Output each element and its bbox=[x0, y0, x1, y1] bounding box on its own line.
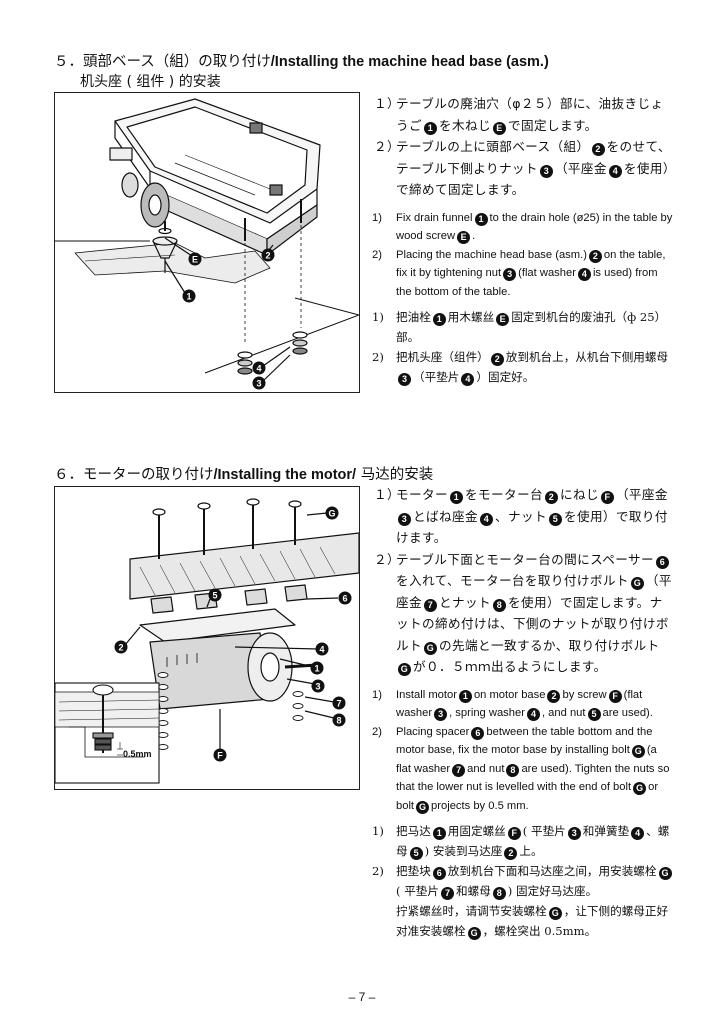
figure6-label-f: F bbox=[217, 751, 223, 761]
machine-head-base-illustration: 2 E 1 4 3 bbox=[55, 98, 360, 390]
figure6-label-4: 4 bbox=[319, 645, 324, 655]
figure5-label-2: 2 bbox=[265, 251, 270, 261]
section6-title: ６．モーターの取り付け/Installing the motor/ 马达的安装 bbox=[54, 463, 433, 484]
motor-installation-illustration: 0.5mm G 6 5 2 4 1 3 7 8 F bbox=[54, 498, 360, 784]
figure6-label-5: 5 bbox=[212, 591, 217, 601]
section5-title-en: /Installing the machine head base (asm.) bbox=[270, 54, 549, 70]
figure6-label-g: G bbox=[328, 509, 335, 519]
figure6-label-6: 6 bbox=[342, 594, 347, 604]
section5-subtitle-cn: 机头座 ( 组件 ) 的安装 bbox=[80, 74, 221, 90]
figure5-label-4: 4 bbox=[256, 364, 261, 374]
figure6-label-8: 8 bbox=[336, 716, 341, 726]
section6-title-en: /Installing the motor/ bbox=[213, 467, 357, 483]
figure-machine-head-base: 2 E 1 4 3 bbox=[54, 92, 360, 393]
figure6-label-2: 2 bbox=[118, 643, 123, 653]
figure6-label-7: 7 bbox=[336, 699, 341, 709]
figure5-label-e: E bbox=[192, 255, 198, 265]
section6-title-cn: 马达的安装 bbox=[356, 467, 434, 483]
figure6-label-1: 1 bbox=[314, 664, 319, 674]
figure6-label-3: 3 bbox=[315, 682, 320, 692]
section6-title-jp: ６．モーターの取り付け bbox=[54, 467, 214, 483]
figure-motor-installation: 0.5mm G 6 5 2 4 1 3 7 8 F bbox=[54, 486, 360, 790]
figure5-label-1: 1 bbox=[186, 292, 191, 302]
figure6-label-0-5mm: 0.5mm bbox=[123, 749, 152, 759]
page-number: – 7 – bbox=[348, 990, 376, 1004]
section5-en-step-2: 2) Placing the machine head base (asm.)2… bbox=[372, 248, 666, 298]
section5-title-jp: ５．頭部ベース（組）の取り付け bbox=[54, 54, 271, 70]
section5-title: ５．頭部ベース（組）の取り付け/Installing the machine h… bbox=[54, 50, 549, 71]
figure5-label-3: 3 bbox=[256, 379, 261, 389]
